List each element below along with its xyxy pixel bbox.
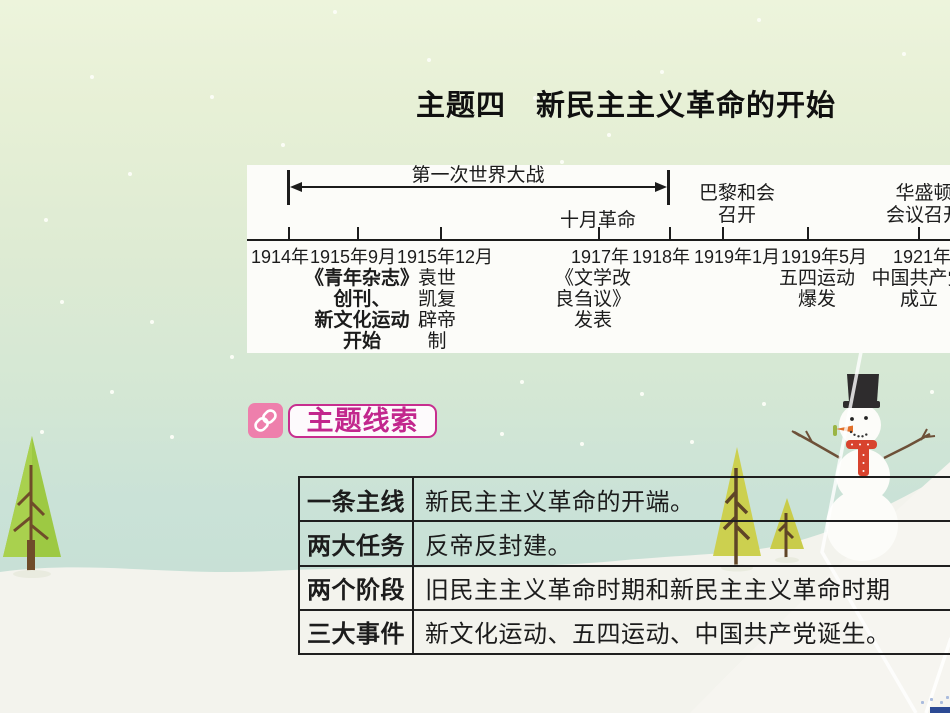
top-hat-crown-icon <box>847 374 879 402</box>
arrow-right-icon <box>655 182 667 192</box>
table-row: 两个阶段 旧民主主义革命时期和新民主主义革命时期 <box>300 566 950 611</box>
leaf-icon <box>833 425 837 436</box>
top-hat-brim-icon <box>843 401 880 408</box>
snowman-right-arm <box>883 432 931 460</box>
date-1915-12: 1915年12月 <box>396 247 494 267</box>
page-title: 主题四 新民主主义革命的开始 <box>415 90 836 122</box>
table-row: 两大任务 反帝反封建。 <box>300 522 950 567</box>
row-value: 新文化运动、五四运动、中国共产党诞生。 <box>425 621 891 649</box>
war-span-start <box>287 170 290 205</box>
link-icon <box>248 403 283 438</box>
event-yuan-shikai: 袁世 凯复 辟帝 制 <box>417 268 456 352</box>
event-new-culture-movement: 《青年杂志》 创刊、 新文化运动 开始 <box>304 268 419 352</box>
table-row: 一条主线 新民主主义革命的开端。 <box>300 478 950 523</box>
table-row: 三大事件 新文化运动、五四运动、中国共产党诞生。 <box>300 610 950 653</box>
corner-decoration <box>930 707 950 713</box>
war-span-arrow <box>299 186 661 188</box>
date-1914: 1914年 <box>250 247 310 267</box>
date-1915-09: 1915年9月 <box>309 247 397 267</box>
arrow-left-icon <box>290 182 302 192</box>
snowman-head <box>839 404 881 446</box>
timeline-diagram: 第一次世界大战 十月革命 巴黎和会 召开 华盛顿 会议召开 1914年 1915… <box>247 165 950 353</box>
row-value: 旧民主主义革命时期和新民主主义革命时期 <box>425 577 891 605</box>
date-1918: 1918年 <box>631 247 691 267</box>
row-value: 反帝反封建。 <box>425 532 572 560</box>
summary-table: 一条主线 新民主主义革命的开端。 两大任务 反帝反封建。 两个阶段 旧民主主义革… <box>298 476 950 655</box>
green-tree <box>3 436 61 578</box>
date-1917: 1917年 <box>570 247 630 267</box>
event-ccp-founding: 中国共产党 成立 <box>871 268 950 310</box>
label-october-revolution: 十月革命 <box>559 210 636 231</box>
theme-clue-badge: 主题线索 <box>288 404 437 438</box>
date-1921: 1921年 <box>892 247 950 267</box>
label-paris-conference: 巴黎和会 召开 <box>698 183 775 226</box>
row-header: 三大事件 <box>300 610 414 653</box>
snowfall-dots <box>0 0 4 4</box>
event-may-fourth: 五四运动 爆发 <box>778 268 855 310</box>
carrot-nose-icon <box>836 425 853 433</box>
event-literary-reform: 《文学改 良刍议》 发表 <box>554 268 631 331</box>
label-washington-conference: 华盛顿 会议召开 <box>885 183 950 226</box>
row-value: 新民主主义革命的开端。 <box>425 488 695 516</box>
row-header: 两大任务 <box>300 522 414 565</box>
scarf-icon <box>846 440 877 449</box>
war-span-end <box>667 170 670 205</box>
timeline-axis <box>247 239 950 241</box>
snowman-left-arm <box>793 430 841 460</box>
date-1919-05: 1919年5月 <box>780 247 868 267</box>
date-1919-01: 1919年1月 <box>693 247 781 267</box>
row-header: 两个阶段 <box>300 566 414 609</box>
label-ww1: 第一次世界大战 <box>411 165 545 186</box>
row-header: 一条主线 <box>300 478 414 521</box>
